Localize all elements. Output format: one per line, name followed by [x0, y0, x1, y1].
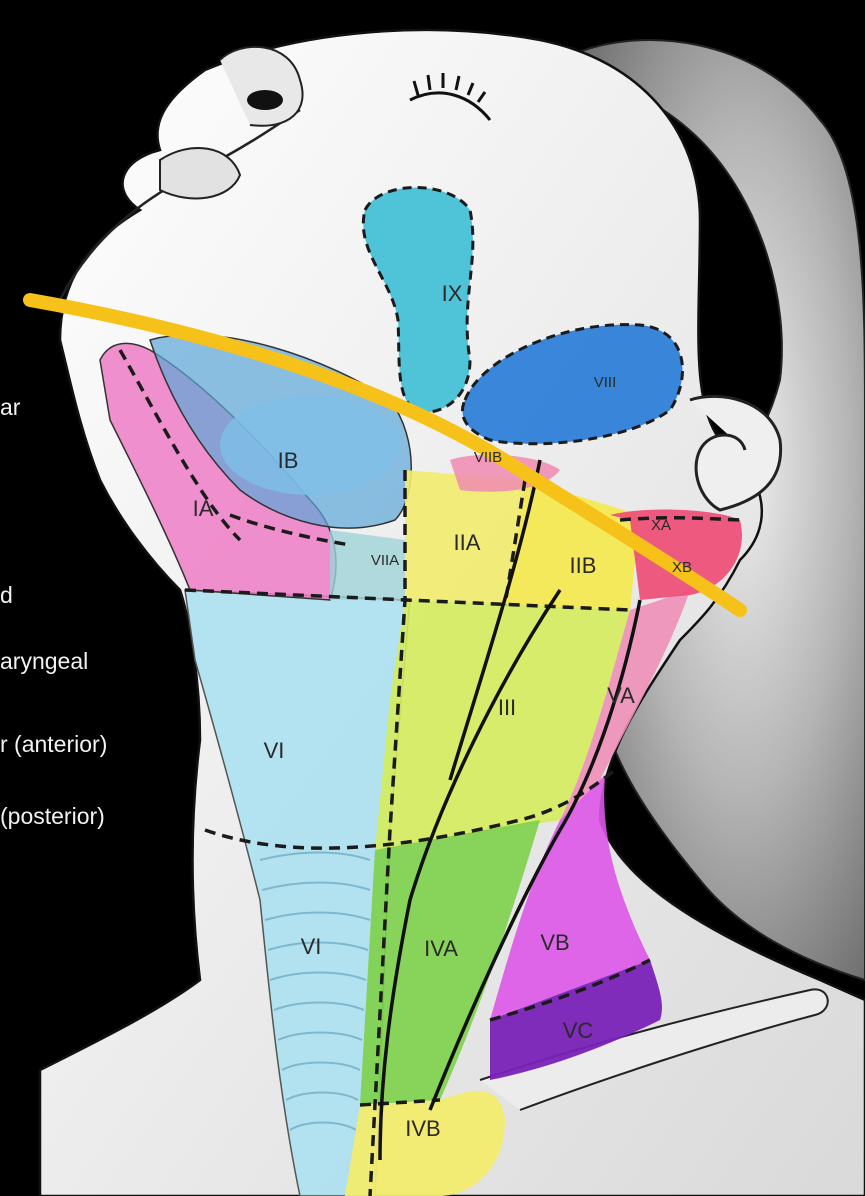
label-XA: XA — [651, 517, 671, 534]
label-IX: IX — [442, 281, 463, 306]
label-VI-upper: VI — [264, 738, 285, 763]
label-VIIA: VIIA — [371, 552, 399, 569]
label-IIA: IIA — [454, 530, 481, 555]
label-VA: VA — [607, 683, 635, 708]
label-VB: VB — [540, 930, 569, 955]
label-VC: VC — [563, 1018, 594, 1043]
nostril — [247, 90, 283, 110]
label-IVB: IVB — [405, 1116, 440, 1141]
label-XB: XB — [672, 559, 692, 576]
label-IA: IA — [193, 496, 214, 521]
label-IVA: IVA — [424, 936, 458, 961]
label-III: III — [498, 695, 516, 720]
label-VI-lower: VI — [301, 934, 322, 959]
label-IIB: IIB — [570, 553, 597, 578]
label-VIII: VIII — [594, 374, 617, 391]
submandibular-gland — [220, 395, 400, 495]
label-IB: IB — [278, 448, 299, 473]
label-VIIB: VIIB — [474, 449, 502, 466]
